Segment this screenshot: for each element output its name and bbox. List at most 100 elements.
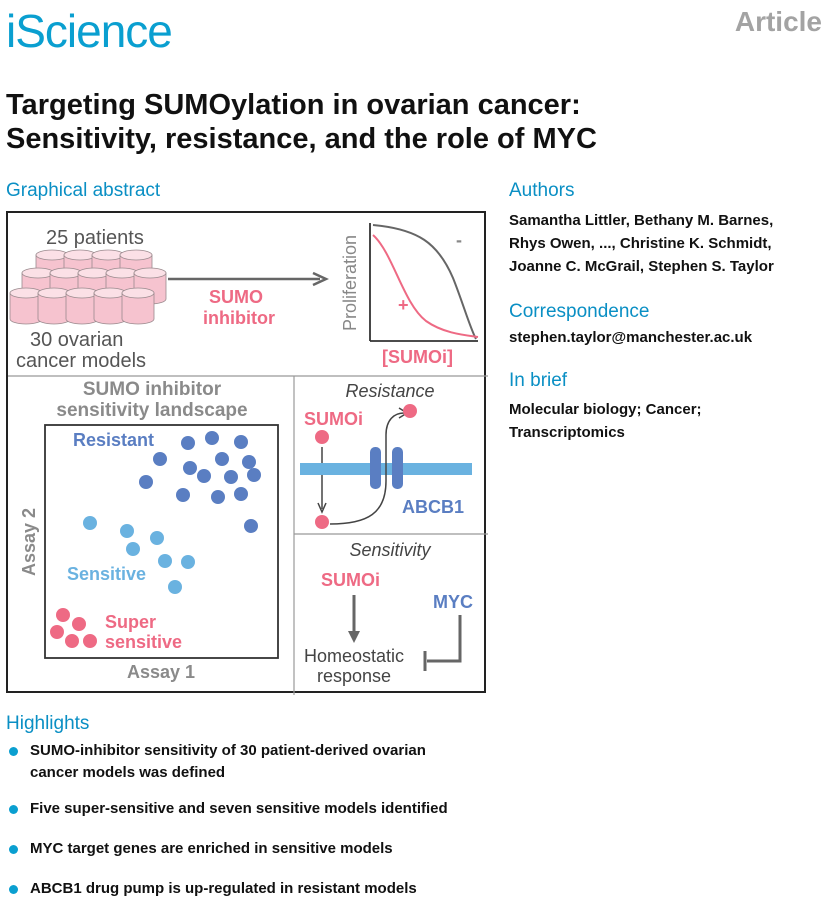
highlight-item: Five super-sensitive and seven sensitive… — [6, 798, 826, 820]
sensitive-model-dot — [120, 524, 134, 538]
landscape-plot-frame — [44, 424, 279, 659]
resistant-model-dot — [139, 475, 153, 489]
graphical-abstract-heading: Graphical abstract — [6, 180, 161, 201]
sensitive-model-dot — [150, 531, 164, 545]
super-sensitive-model-dot — [50, 625, 64, 639]
sumo-inhibitor-label-1: SUMO — [209, 287, 263, 307]
authors-line-3: Joanne C. McGrail, Stephen S. Taylor — [509, 258, 774, 275]
super-sensitive-model-dot — [72, 617, 86, 631]
cancer-model-well — [9, 287, 43, 325]
resistant-model-dot — [176, 488, 190, 502]
in-brief-heading: In brief — [509, 370, 568, 391]
drug-molecule-inside — [315, 515, 329, 529]
sumoi-effect-arrow-head — [348, 631, 360, 643]
authors-line-1: Samantha Littler, Bethany M. Barnes, — [509, 212, 774, 229]
resistant-dose-curve — [372, 224, 477, 340]
resistant-model-dot — [234, 435, 248, 449]
authors-heading: Authors — [509, 180, 575, 201]
sensitive-model-dot — [168, 580, 182, 594]
models-label-line-2: cancer models — [16, 350, 146, 372]
resistant-model-dot — [247, 468, 261, 482]
landscape-title-line-2: sensitivity landscape — [56, 400, 247, 421]
bullet-icon — [9, 747, 18, 756]
journal-name: iScience — [6, 5, 173, 57]
myc-label: MYC — [433, 592, 473, 612]
correspondence-heading: Correspondence — [509, 301, 650, 322]
graphical-abstract-figure: 25 patients 30 ovarian cancer models SUM… — [8, 223, 488, 695]
influx-arrow-head — [317, 502, 327, 514]
cancer-model-wells — [9, 249, 167, 325]
models-label-line-1: 30 ovarian — [30, 329, 123, 351]
proliferation-axis-label: Proliferation — [340, 235, 360, 331]
sensitive-model-dot — [126, 542, 140, 556]
assay-2-label: Assay 2 — [19, 508, 39, 576]
cancer-model-well — [65, 287, 99, 325]
article-title-line-1: Targeting SUMOylation in ovarian cancer: — [6, 89, 581, 121]
resistant-model-dot — [244, 519, 258, 533]
sensitivity-title: Sensitivity — [349, 540, 431, 560]
homeostatic-label-line-1: Homeostatic — [304, 646, 404, 666]
homeostatic-label-line-2: response — [317, 666, 391, 686]
bullet-icon — [9, 845, 18, 854]
article-type-label: Article — [734, 6, 822, 37]
sensitive-model-dot — [158, 554, 172, 568]
resistant-model-dot — [181, 436, 195, 450]
treatment-arrow-head — [312, 271, 329, 287]
cancer-model-well — [37, 287, 71, 325]
highlight-line: SUMO-inhibitor sensitivity of 30 patient… — [30, 742, 426, 759]
in-brief-text: Molecular biology; Cancer; Transcriptomi… — [509, 398, 829, 444]
sensitivity-sumoi-label: SUMOi — [321, 570, 380, 590]
super-sensitive-model-dot — [65, 634, 79, 648]
highlight-line: Five super-sensitive and seven sensitive… — [30, 800, 448, 817]
graphical-abstract: 25 patients 30 ovarian cancer models SUM… — [6, 211, 488, 695]
article-title: Targeting SUMOylation in ovarian cancer:… — [6, 88, 806, 156]
drug-molecule-outside — [315, 430, 329, 444]
resistant-model-dot — [205, 431, 219, 445]
efflux-arrow-line — [329, 412, 405, 525]
resistant-model-dot — [224, 470, 238, 484]
bullet-icon — [9, 885, 18, 894]
plus-label: + — [398, 295, 409, 315]
resistant-model-dot — [215, 452, 229, 466]
myc-inhibition-line — [427, 615, 462, 663]
resistant-model-dot — [153, 452, 167, 466]
super-sensitive-label-1: Super — [105, 612, 156, 632]
resistant-model-dot — [197, 469, 211, 483]
super-sensitive-label-2: sensitive — [105, 632, 182, 652]
cancer-model-well — [93, 287, 127, 325]
sensitive-group-label: Sensitive — [67, 564, 146, 584]
assay-1-label: Assay 1 — [127, 662, 195, 682]
highlight-item: ABCB1 drug pump is up-regulated in resis… — [6, 878, 826, 900]
abcb1-pump-left — [370, 447, 381, 489]
highlight-line: cancer models was defined — [30, 764, 226, 781]
resistance-sumoi-label: SUMOi — [304, 409, 363, 429]
cancer-model-well — [121, 287, 155, 325]
resistant-model-dot — [183, 461, 197, 475]
sensitive-model-dot — [181, 555, 195, 569]
highlight-item: SUMO-inhibitor sensitivity of 30 patient… — [6, 740, 826, 784]
abcb1-pump-right — [392, 447, 403, 489]
article-title-line-2: Sensitivity, resistance, and the role of… — [6, 123, 597, 155]
highlights-list: SUMO-inhibitor sensitivity of 30 patient… — [6, 740, 826, 900]
abcb1-label: ABCB1 — [402, 497, 464, 517]
highlights-heading: Highlights — [6, 713, 90, 734]
resistant-model-dot — [242, 455, 256, 469]
landscape-model-dots — [50, 431, 261, 648]
resistant-model-dot — [234, 487, 248, 501]
authors-line-2: Rhys Owen, ..., Christine K. Schmidt, — [509, 235, 772, 252]
landscape-title-line-1: SUMO inhibitor — [83, 379, 222, 400]
resistant-model-dot — [211, 490, 225, 504]
minus-label: - — [456, 230, 462, 250]
sumo-inhibitor-label-2: inhibitor — [203, 308, 275, 328]
authors-list: Samantha Littler, Bethany M. Barnes, Rhy… — [509, 209, 829, 278]
in-brief-line-2: Transcriptomics — [509, 424, 625, 441]
patients-label: 25 patients — [46, 227, 144, 249]
highlight-item: MYC target genes are enriched in sensiti… — [6, 838, 826, 860]
highlight-line: ABCB1 drug pump is up-regulated in resis… — [30, 880, 417, 897]
super-sensitive-model-dot — [83, 634, 97, 648]
resistance-title: Resistance — [345, 381, 434, 401]
sensitive-model-dot — [83, 516, 97, 530]
highlight-line: MYC target genes are enriched in sensiti… — [30, 840, 393, 857]
resistant-group-label: Resistant — [73, 430, 154, 450]
correspondence-email[interactable]: stephen.taylor@manchester.ac.uk — [509, 329, 753, 346]
